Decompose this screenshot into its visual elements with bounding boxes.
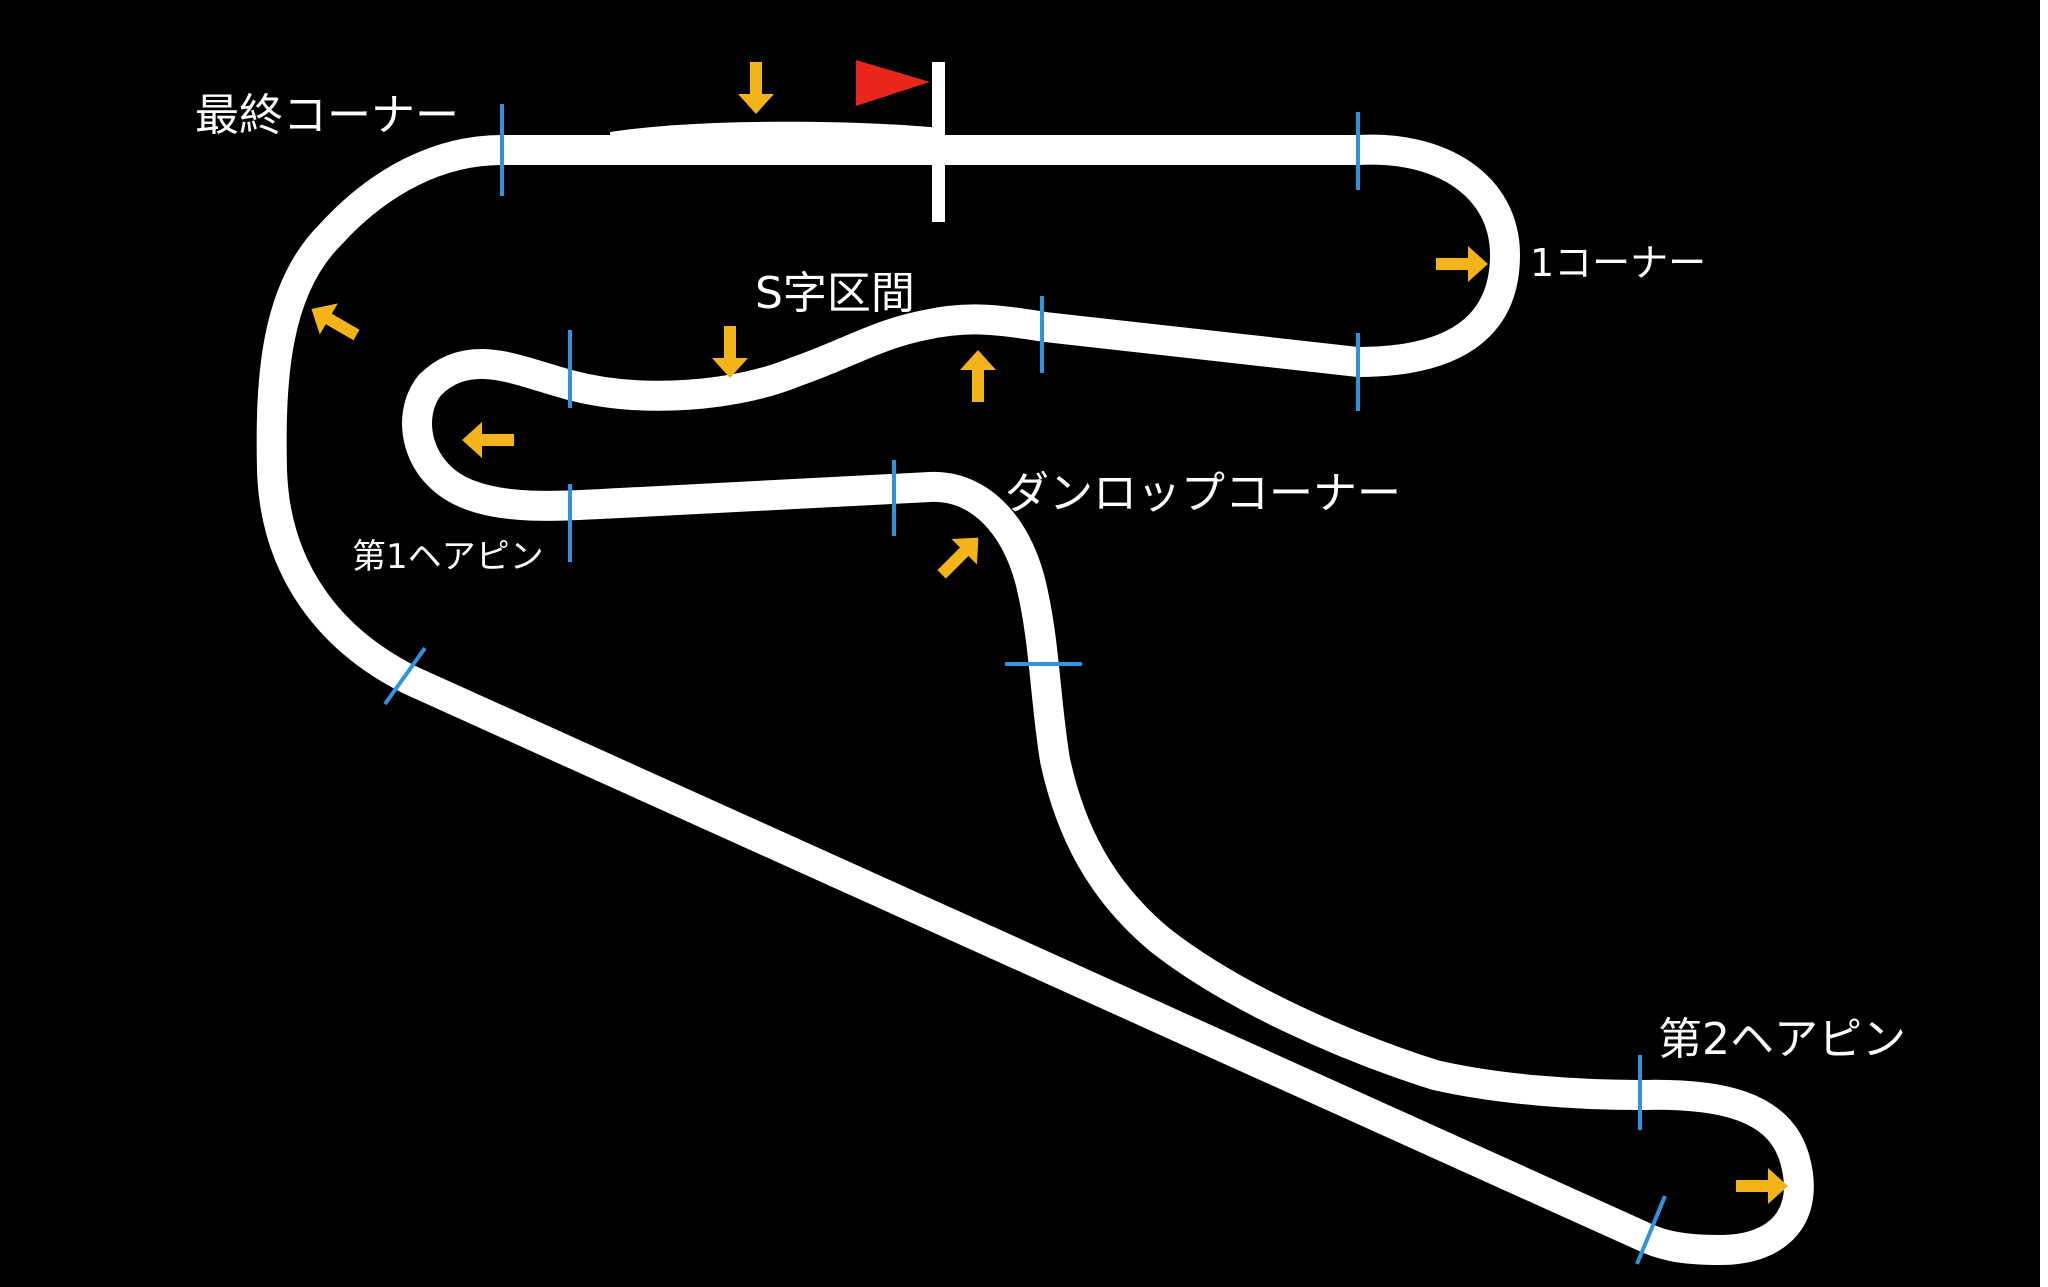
sector-markers	[383, 104, 1667, 1265]
label-s-section: S字区間	[755, 268, 915, 319]
label-final-corner: 最終コーナー	[195, 90, 459, 141]
pit-lane	[610, 121, 940, 150]
sector-marker	[1635, 1195, 1667, 1265]
checkered-flag-icon	[856, 60, 930, 106]
map-frame-edge	[2040, 0, 2048, 1287]
race-track	[256, 134, 1814, 1265]
label-corner-1: 1コーナー	[1530, 241, 1706, 285]
start-finish-line	[932, 62, 945, 222]
label-hairpin-2: 第2ヘアピン	[1658, 1014, 1906, 1065]
sector-marker	[383, 646, 427, 706]
label-dunlop-corner: ダンロップコーナー	[1005, 468, 1401, 519]
label-hairpin-1: 第1ヘアピン	[352, 537, 544, 577]
